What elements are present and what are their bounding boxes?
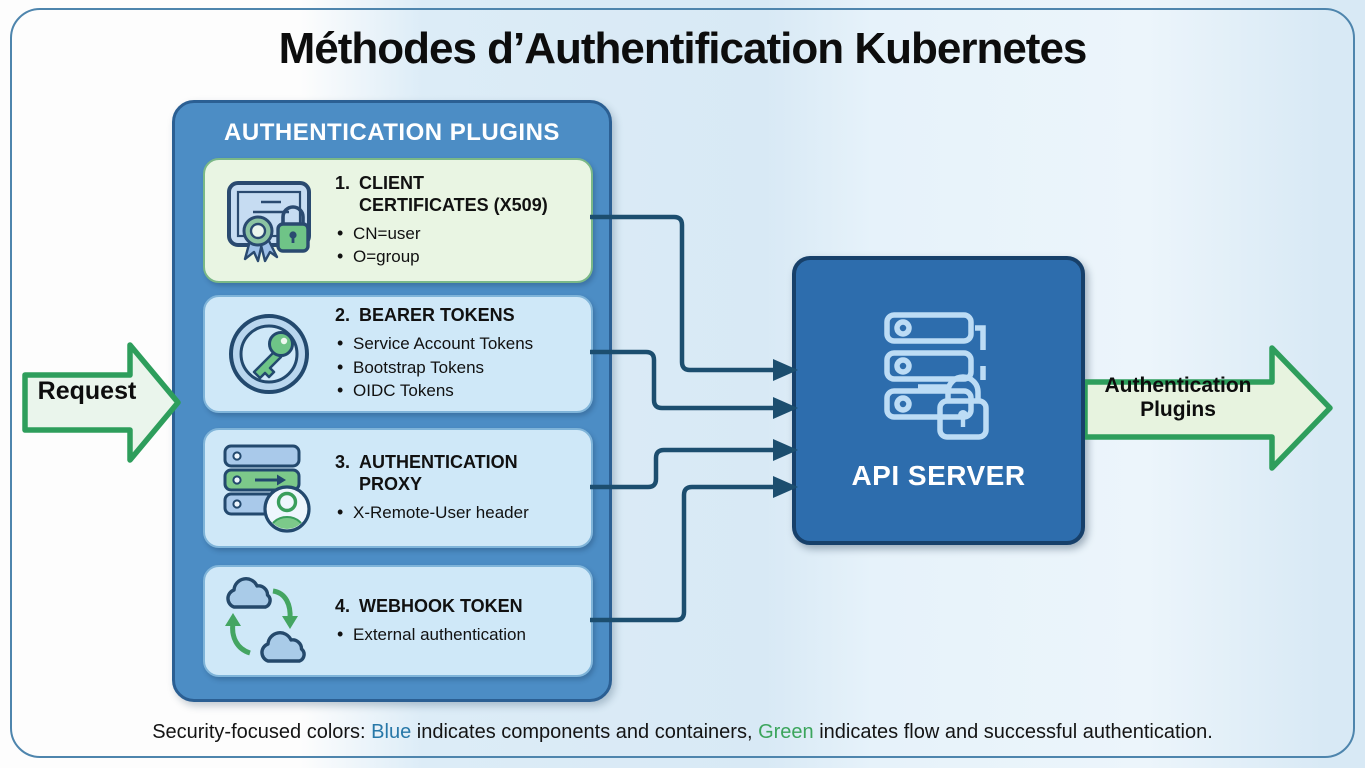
caption-prefix: Security-focused colors: bbox=[152, 721, 372, 743]
authentication-plugins-arrow: Authentication Plugins bbox=[1085, 342, 1335, 472]
plugin-card-webhook-token: 4. WEBHOOK TOKEN External authentication bbox=[203, 565, 593, 677]
plugins-header: AUTHENTICATION PLUGINS bbox=[224, 119, 560, 146]
card-number: 1. bbox=[335, 172, 351, 193]
caption-green-word: Green bbox=[758, 721, 814, 743]
caption-blue-word: Blue bbox=[371, 721, 412, 743]
authentication-plugins-container: AUTHENTICATION PLUGINS bbox=[172, 100, 612, 702]
bullet-item: OIDC Tokens bbox=[335, 378, 585, 403]
api-server-label: API SERVER bbox=[851, 460, 1026, 491]
bullet-item: CN=user bbox=[335, 220, 585, 245]
card-title-text: BEARER TOKENS bbox=[359, 305, 515, 326]
request-arrow-label: Request bbox=[37, 377, 137, 405]
page-title: Méthodes d’Authentification Kubernetes bbox=[278, 24, 1088, 73]
bullet-item: Service Account Tokens bbox=[335, 331, 585, 356]
bullet-item: X-Remote-User header bbox=[335, 500, 585, 525]
card-bullets: External authentication bbox=[335, 622, 585, 647]
key-icon bbox=[217, 308, 321, 400]
api-server-lock-icon bbox=[878, 309, 1000, 446]
card-title-text: AUTHENTICATION PROXY bbox=[359, 451, 518, 494]
card-number: 2. bbox=[335, 305, 351, 326]
card-title: 4. WEBHOOK TOKEN bbox=[335, 596, 585, 618]
proxy-server-user-icon bbox=[217, 441, 321, 536]
certificate-lock-icon bbox=[217, 175, 321, 267]
webhook-sync-icon bbox=[217, 573, 321, 669]
card-bullets: CN=user O=group bbox=[335, 220, 585, 269]
caption-mid: indicates components and containers, bbox=[411, 721, 759, 743]
plugin-card-authentication-proxy: 3. AUTHENTICATION PROXY X-Remote-User he… bbox=[203, 428, 593, 548]
card-bullets: X-Remote-User header bbox=[335, 500, 585, 525]
card-title-text: WEBHOOK TOKEN bbox=[359, 595, 523, 616]
card-title: 1. CLIENT CERTIFICATES (X509) bbox=[335, 173, 585, 217]
api-server-box: API SERVER bbox=[792, 256, 1085, 545]
arrow-label-line2: Plugins bbox=[1140, 398, 1216, 422]
bullet-item: O=group bbox=[335, 244, 585, 269]
card-title-text: CLIENT CERTIFICATES (X509) bbox=[359, 172, 548, 215]
authentication-plugins-arrow-label: Authentication Plugins bbox=[1053, 374, 1303, 422]
legend-caption: Security-focused colors: Blue indicates … bbox=[0, 721, 1365, 744]
plugin-card-bearer-tokens: 2. BEARER TOKENS Service Account Tokens … bbox=[203, 295, 593, 413]
plugin-card-client-certificates: 1. CLIENT CERTIFICATES (X509) CN=user O=… bbox=[203, 158, 593, 283]
card-bullets: Service Account Tokens Bootstrap Tokens … bbox=[335, 331, 585, 403]
card-title: 3. AUTHENTICATION PROXY bbox=[335, 452, 585, 496]
bullet-item: External authentication bbox=[335, 622, 585, 647]
bullet-item: Bootstrap Tokens bbox=[335, 355, 585, 380]
caption-suffix: indicates flow and successful authentica… bbox=[813, 721, 1213, 743]
card-number: 4. bbox=[335, 595, 351, 616]
request-arrow: Request bbox=[14, 338, 184, 468]
arrow-label-line1: Authentication bbox=[1104, 374, 1252, 397]
card-number: 3. bbox=[335, 451, 351, 472]
card-title: 2. BEARER TOKENS bbox=[335, 305, 585, 327]
